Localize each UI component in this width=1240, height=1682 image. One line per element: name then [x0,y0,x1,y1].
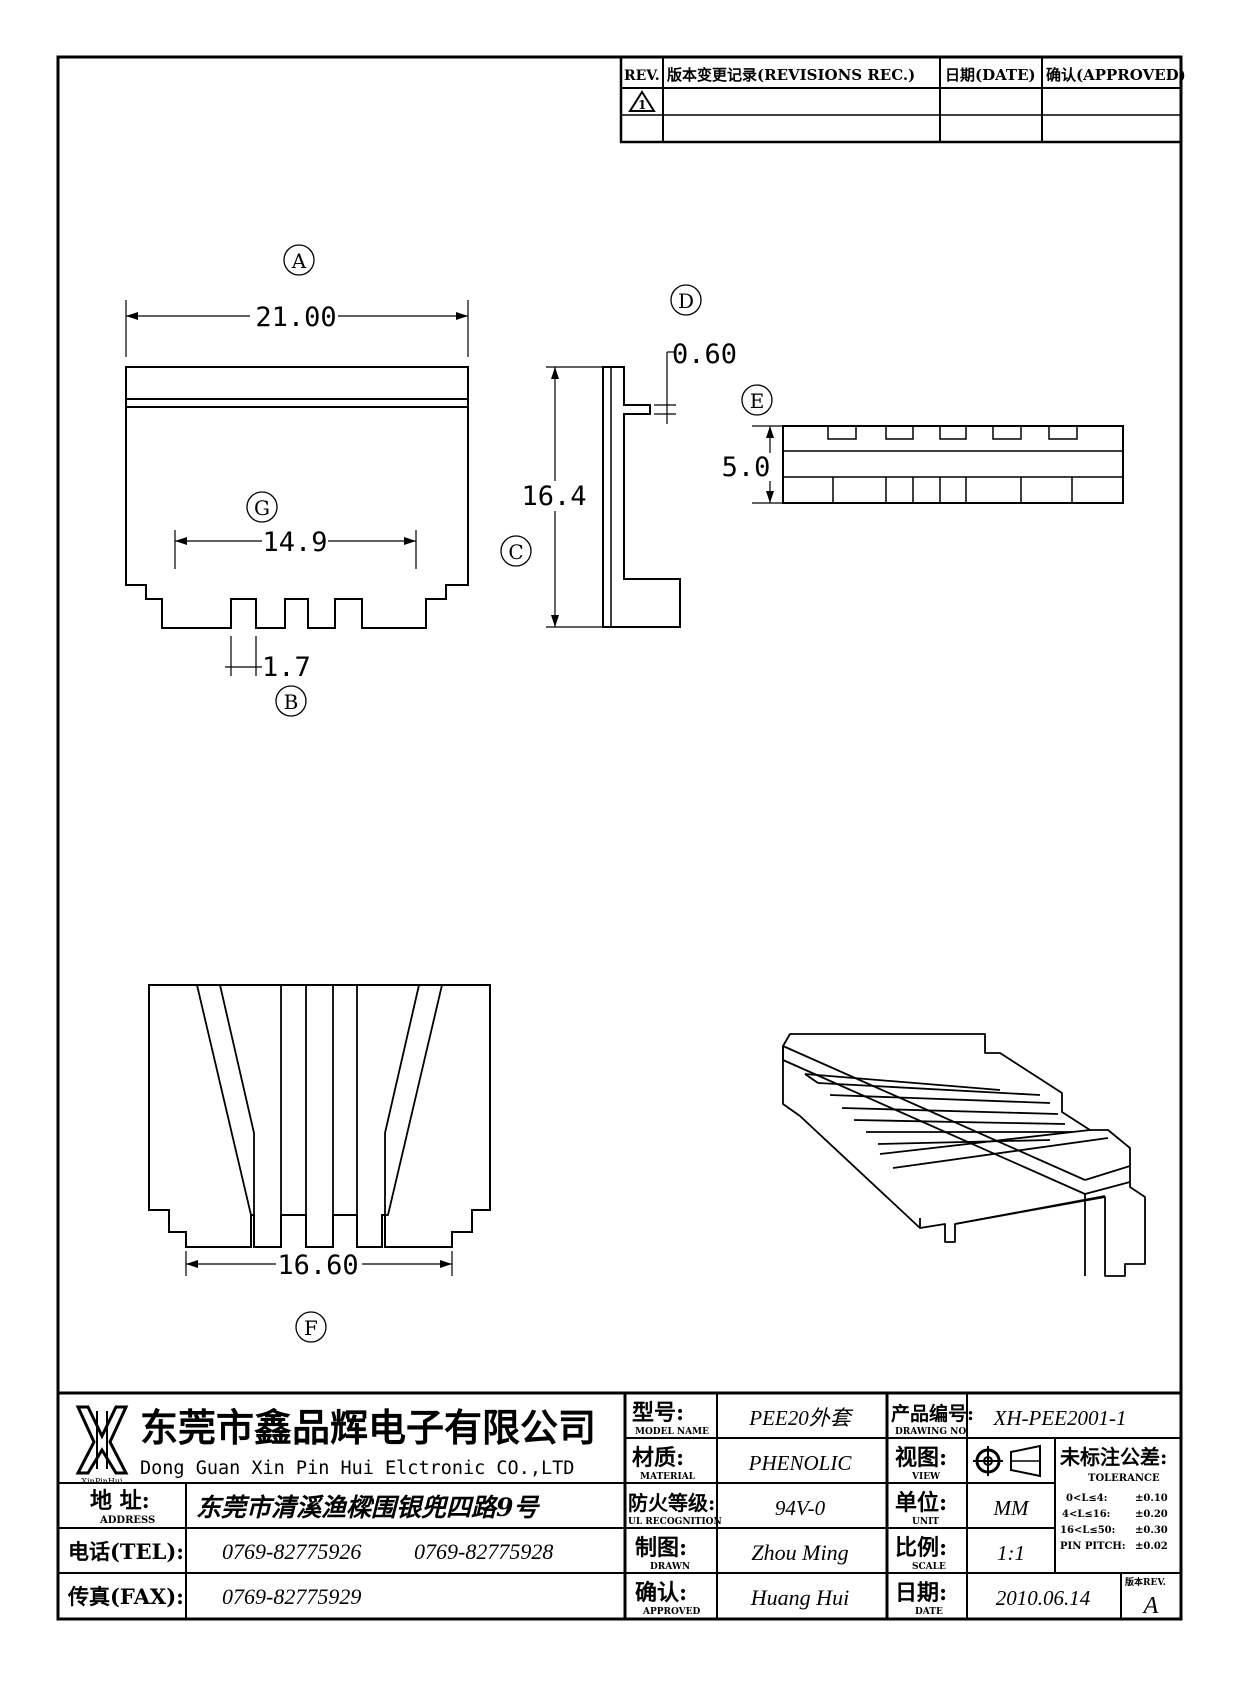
address-value: 东莞市清溪渔樑围银兜四路9号 [196,1493,540,1522]
approved-label-en: APPROVED [642,1607,701,1617]
model-value: PEE20外套 [748,1406,853,1430]
front-view: 21.00 A 14.9 G 1.7 B [125,244,469,717]
label-f: F [304,1316,318,1340]
date-value: 2010.06.14 [996,1586,1091,1610]
fax-label: 传真(FAX): [67,1584,184,1609]
view-label-cn: 视图: [895,1445,947,1471]
company-name-en: Dong Guan Xin Pin Hui Elctronic CO.,LTD [140,1458,574,1479]
top-view: 5.0 E [720,384,1124,504]
record-header: 版本变更记录(REVISIONS REC.) [667,66,915,84]
scale-label-cn: 比例: [895,1535,947,1561]
drawing-no-label-en: DRAWING NO. [895,1427,969,1437]
revision-triangle-icon: 1 [628,90,656,112]
tolerance-range-1: 4<L≤16: [1062,1509,1110,1520]
fax-value: 0769-82775929 [222,1584,361,1609]
label-c: C [508,540,523,564]
approved-header: 确认(APPROVED) [1046,66,1186,84]
rev-label: 版本REV. [1124,1576,1166,1588]
tolerance-value-2: ±0.30 [1135,1525,1168,1536]
company-name-cn: 东莞市鑫品辉电子有限公司 [140,1405,596,1450]
side-view: 16.4 C 0.60 D [500,284,737,628]
date-label-cn: 日期: [895,1580,947,1606]
label-b: B [284,690,299,714]
sheet-border [56,55,1183,1621]
label-a: A [291,249,307,273]
material-value: PHENOLIC [748,1451,853,1475]
unit-label-cn: 单位: [895,1490,947,1516]
tolerance-range-2: 16<L≤50: [1060,1525,1115,1536]
drawing-no-value: XH-PEE2001-1 [993,1406,1127,1430]
tolerance-range-0: 0<L≤4: [1066,1493,1107,1504]
material-label-en: MATERIAL [640,1472,696,1482]
drawn-label-cn: 制图: [635,1535,687,1561]
scale-value: 1:1 [997,1541,1025,1565]
approved-label-cn: 确认: [635,1580,687,1606]
scale-label-en: SCALE [912,1562,946,1572]
tolerance-value-0: ±0.10 [1135,1493,1168,1504]
approved-value: Huang Hui [750,1585,849,1610]
dim-d-value: 0.60 [672,339,737,370]
label-g: G [254,496,270,520]
rev-header: REV. [624,68,660,84]
dim-b-value: 1.7 [262,652,311,683]
fire-label-cn: 防火等级: [628,1491,715,1515]
logo-text: XinPinHui [81,1477,123,1486]
tel-value-1: 0769-82775926 [222,1539,361,1564]
unit-label-en: UNIT [912,1517,939,1527]
dim-g-value: 14.9 [262,527,327,558]
date-label-en: DATE [915,1607,943,1617]
address-label-en: ADDRESS [99,1515,155,1526]
dim-f-value: 16.60 [277,1250,358,1281]
revision-row-1-rev: 1 [638,98,646,112]
dim-a-value: 21.00 [255,302,336,333]
label-d: D [678,289,694,313]
dim-e-value: 5.0 [722,452,771,483]
material-label-cn: 材质: [632,1445,684,1471]
drawn-value: Zhou Ming [751,1540,848,1565]
tolerance-title-en: TOLERANCE [1088,1473,1160,1484]
date-header: 日期(DATE) [945,66,1036,84]
address-label-cn: 地 址: [90,1488,150,1514]
rev-value: A [1142,1593,1159,1619]
tolerance-value-3: ±0.02 [1135,1541,1168,1552]
unit-value: MM [993,1496,1030,1520]
fire-value: 94V-0 [775,1496,826,1520]
bottom-view: 16.60 F [148,984,491,1343]
model-label-en: MODEL NAME [635,1427,709,1437]
isometric-view [782,1033,1146,1277]
tolerance-value-1: ±0.20 [1135,1509,1168,1520]
dim-c-value: 16.4 [521,481,586,512]
revision-table: REV. 版本变更记录(REVISIONS REC.) 日期(DATE) 确认(… [619,55,1186,144]
title-block: XinPinHui 东莞市鑫品辉电子有限公司 Dong Guan Xin Pin… [56,1391,1183,1621]
label-e: E [750,389,765,413]
drawing-no-label-cn: 产品编号: [891,1402,974,1425]
model-label-cn: 型号: [632,1400,684,1426]
view-label-en: VIEW [911,1472,941,1482]
tolerance-range-3: PIN PITCH: [1060,1541,1126,1552]
company-logo: XinPinHui [75,1405,129,1486]
drawn-label-en: DRAWN [650,1562,690,1572]
tel-value-2: 0769-82775928 [414,1539,553,1564]
tel-label: 电话(TEL): [68,1539,184,1564]
fire-label-en: UL RECOGNITION [628,1517,722,1527]
projection-symbol-icon [973,1444,1041,1478]
tolerance-title-cn: 未标注公差: [1060,1445,1167,1469]
